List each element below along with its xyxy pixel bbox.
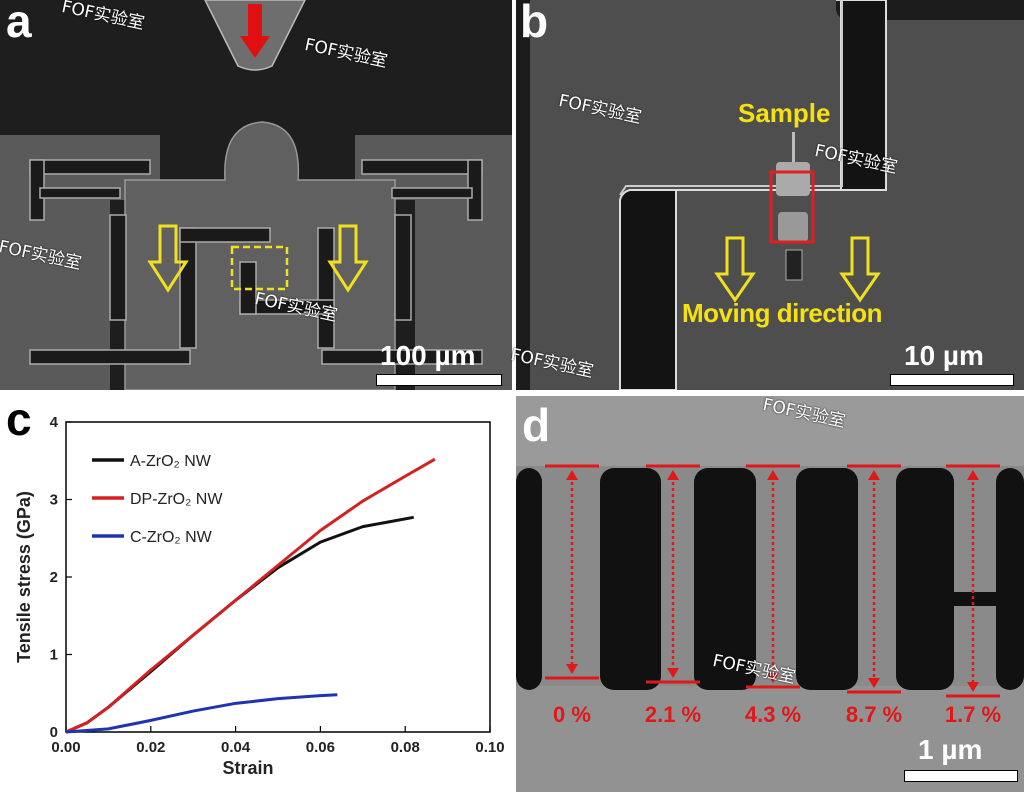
legend-entry: A-ZrO₂ NW — [130, 453, 212, 470]
legend-entry: C-ZrO₂ NW — [130, 529, 213, 546]
x-tick-label: 0.02 — [136, 739, 165, 756]
fracture-gap — [946, 592, 1024, 606]
y-tick-label: 3 — [50, 492, 58, 509]
panel-letter-d: d — [522, 399, 551, 451]
x-tick-label: 0.04 — [221, 739, 251, 756]
chart-series — [65, 457, 436, 734]
x-axis-label: Strain — [222, 758, 273, 778]
scale-label-b: 10 µm — [904, 340, 984, 371]
arrow-head — [566, 470, 578, 480]
y-tick-label: 0 — [50, 724, 58, 741]
x-tick-label: 0.06 — [306, 739, 335, 756]
arrow-head — [767, 673, 779, 683]
panel-b: b Sample Moving direction 10 µm — [516, 0, 1024, 390]
arrow-head — [868, 470, 880, 480]
series-line — [65, 457, 436, 734]
scale-label-a: 100 µm — [380, 340, 476, 371]
panel-d: 0 % 2.1 % 4.3 % 8.7 % 1.7 % d 1 µm — [516, 396, 1024, 792]
panel-letter-c: c — [6, 393, 32, 445]
panel-letter-b: b — [520, 0, 549, 47]
y-tick-label: 4 — [50, 414, 59, 431]
sem-image-b — [516, 0, 1024, 390]
arrow-head — [967, 470, 979, 480]
strain-label: 0 % — [553, 702, 591, 727]
arrow-head — [967, 682, 979, 692]
dark-column — [600, 468, 661, 690]
strain-label: 1.7 % — [945, 702, 1001, 727]
arrow-head — [767, 470, 779, 480]
strain-label: 4.3 % — [745, 702, 801, 727]
sem-image-d: 0 % 2.1 % 4.3 % 8.7 % 1.7 % — [516, 396, 1024, 792]
arrow-head — [566, 664, 578, 674]
panel-a: a 100 µm — [0, 0, 512, 390]
arrow-head — [667, 668, 679, 678]
moving-direction-label: Moving direction — [682, 298, 883, 328]
legend-entry: DP-ZrO₂ NW — [130, 491, 223, 508]
x-tick-label: 0.10 — [475, 739, 504, 756]
sem-image-a — [0, 0, 512, 390]
panel-letter-a: a — [6, 0, 32, 47]
sample-label: Sample — [738, 98, 831, 128]
scale-bar-b — [890, 374, 1014, 386]
arrow-head — [667, 470, 679, 480]
dark-column — [996, 468, 1024, 690]
y-axis-label: Tensile stress (GPa) — [14, 491, 34, 663]
chart-legend: A-ZrO₂ NW DP-ZrO₂ NW C-ZrO₂ NW — [92, 453, 223, 546]
dark-column — [896, 468, 954, 690]
scale-bar-a — [376, 374, 502, 386]
x-tick-label: 0.00 — [51, 739, 80, 756]
strain-label: 2.1 % — [645, 702, 701, 727]
strain-label: 8.7 % — [846, 702, 902, 727]
y-tick-label: 2 — [50, 569, 58, 586]
dark-column — [694, 468, 756, 690]
series-line — [65, 693, 338, 734]
x-tick-label: 0.08 — [391, 739, 420, 756]
scale-bar-d — [904, 770, 1018, 782]
dark-column — [796, 468, 858, 690]
arrow-head — [868, 678, 880, 688]
dark-column — [516, 468, 542, 690]
y-tick-label: 1 — [50, 647, 58, 664]
scale-label-d: 1 µm — [918, 734, 983, 765]
